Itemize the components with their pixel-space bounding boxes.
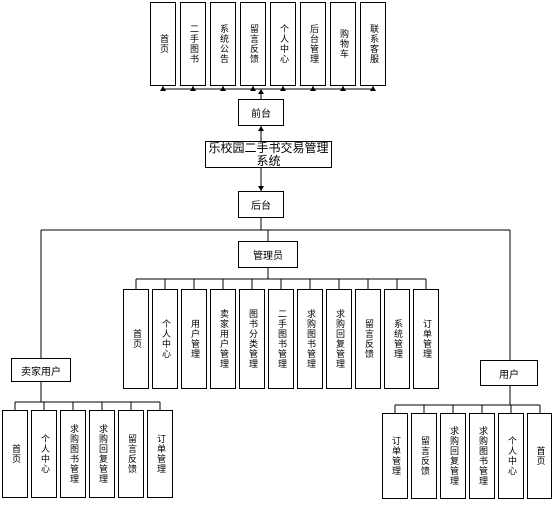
seller-item: 个人中心 — [31, 410, 57, 498]
admin-item: 二手图书管理 — [268, 289, 294, 389]
seller-label: 卖家用户 — [21, 366, 61, 378]
arrow-up-icon — [190, 86, 196, 91]
admin-item: 求购图书管理 — [297, 289, 323, 389]
admin-item: 留言反馈 — [355, 289, 381, 389]
seller-item: 求购图书管理 — [60, 410, 86, 498]
user-item: 首页 — [527, 413, 552, 499]
user-item: 求购回复管理 — [440, 413, 466, 499]
arrow-up-icon — [340, 86, 346, 91]
seller-node: 卖家用户 — [11, 358, 71, 382]
system-title: 乐校园二手书交易管理系统 — [208, 140, 329, 168]
admin-item: 个人中心 — [152, 289, 178, 389]
admin-node: 管理员 — [238, 241, 298, 268]
frontend-item: 后台管理 — [300, 2, 326, 86]
admin-item: 系统管理 — [384, 289, 410, 389]
user-node: 用户 — [480, 360, 538, 386]
frontend-item: 系统公告 — [210, 2, 236, 86]
arrow-up-icon — [310, 86, 316, 91]
arrow-up-icon — [250, 86, 256, 91]
frontend-item: 二手图书 — [180, 2, 206, 86]
arrow-up-icon — [280, 86, 286, 91]
frontend-item: 个人中心 — [270, 2, 296, 86]
arrow-down-icon — [258, 186, 264, 191]
backend-node: 后台 — [238, 191, 284, 218]
frontend-item: 首页 — [150, 2, 176, 86]
user-item: 求购图书管理 — [469, 413, 495, 499]
user-item: 个人中心 — [498, 413, 524, 499]
frontend-node: 前台 — [238, 99, 284, 126]
seller-item: 求购回复管理 — [89, 410, 115, 498]
arrow-up-icon — [370, 86, 376, 91]
user-item: 留言反馈 — [411, 413, 437, 499]
admin-item: 首页 — [123, 289, 149, 389]
admin-item: 订单管理 — [413, 289, 439, 389]
seller-item: 订单管理 — [147, 410, 173, 498]
seller-item: 首页 — [2, 410, 28, 498]
arrow-up-icon — [160, 86, 166, 91]
admin-label: 管理员 — [253, 251, 283, 262]
arrow-up-icon — [220, 86, 226, 91]
backend-label: 后台 — [251, 201, 271, 212]
seller-item: 留言反馈 — [118, 410, 144, 498]
user-item: 订单管理 — [382, 413, 408, 499]
admin-item: 图书分类管理 — [239, 289, 265, 389]
arrow-up-icon — [258, 126, 264, 131]
admin-item: 用户管理 — [181, 289, 207, 389]
admin-item: 卖家用户管理 — [210, 289, 236, 389]
arrow-up-icon — [258, 89, 264, 94]
user-label: 用户 — [499, 369, 519, 381]
frontend-item: 留言反馈 — [240, 2, 266, 86]
frontend-label: 前台 — [251, 109, 271, 120]
system-title-box: 乐校园二手书交易管理系统 — [205, 141, 332, 168]
frontend-item: 购物车 — [330, 2, 356, 86]
admin-item: 求购回复管理 — [326, 289, 352, 389]
frontend-item: 联系客服 — [360, 2, 386, 86]
